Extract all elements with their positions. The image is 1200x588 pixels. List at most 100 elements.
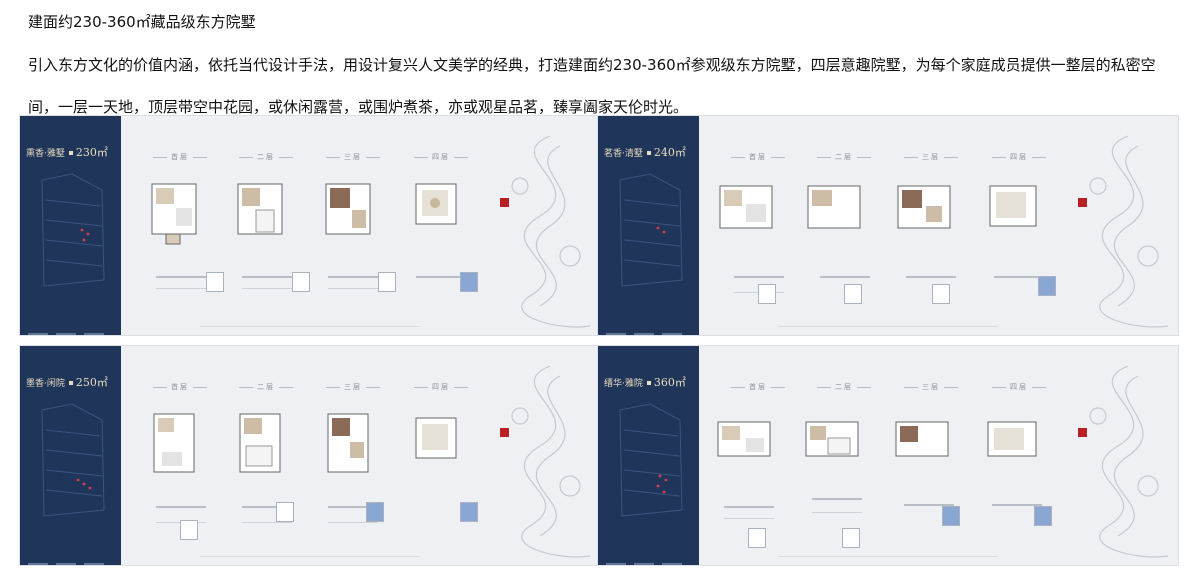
key-plan-icon [378, 272, 396, 292]
key-plan-icon [758, 284, 776, 304]
note-bar [156, 276, 206, 278]
floor-label-4: 四层 [984, 152, 1054, 162]
floorplan-4 [415, 183, 457, 225]
floor-label-4: 四层 [406, 382, 476, 392]
dragon-decoration [1089, 135, 1169, 328]
note-bar [724, 518, 774, 519]
sidebar-legend [606, 321, 692, 335]
note-bar [328, 522, 378, 523]
floor-label-4: 四层 [984, 382, 1054, 392]
dragon-decoration [511, 365, 591, 558]
note-bar [242, 276, 292, 278]
key-plan-icon [206, 272, 224, 292]
note-bar [328, 288, 378, 289]
footer-line [200, 326, 420, 327]
floorplan-2 [237, 183, 283, 235]
site-map-icon [41, 403, 105, 517]
seal-stamp [1078, 198, 1087, 207]
floor-label-1: 首层 [723, 382, 793, 392]
key-plan-icon [1034, 506, 1052, 526]
key-plan-icon [292, 272, 310, 292]
note-bar [724, 506, 774, 508]
key-plan-icon [932, 284, 950, 304]
seal-stamp [500, 198, 509, 207]
key-plan-icon [942, 506, 960, 526]
floor-label-3: 三层 [318, 152, 388, 162]
note-bar [242, 506, 292, 508]
seal-stamp [1078, 428, 1087, 437]
floorplan-2 [239, 413, 281, 473]
floorplan-3 [327, 413, 369, 473]
key-plan-icon [366, 502, 384, 522]
floor-label-3: 三层 [896, 152, 966, 162]
key-plan-icon [276, 502, 294, 522]
key-plan-icon [180, 520, 198, 540]
floor-label-2: 二层 [809, 152, 879, 162]
seal-stamp [500, 428, 509, 437]
footer-line [778, 326, 998, 327]
floorplan-3 [897, 185, 951, 229]
floorplan-2 [807, 185, 861, 229]
floorplan-1 [717, 421, 771, 457]
floorplan-1 [153, 413, 195, 473]
floor-label-3: 三层 [896, 382, 966, 392]
section-heading: 建面约230-360㎡藏品级东方院墅 [28, 13, 256, 31]
note-bar [812, 512, 862, 513]
floorplan-4 [415, 417, 457, 459]
note-bar [416, 276, 466, 278]
floorplan-2 [805, 421, 859, 457]
key-plan-icon [460, 502, 478, 522]
dragon-decoration [1089, 365, 1169, 558]
sidebar-legend [606, 551, 692, 565]
floor-label-2: 二层 [809, 382, 879, 392]
key-plan-icon [748, 528, 766, 548]
sidebar-legend [28, 321, 114, 335]
note-bar [734, 276, 784, 278]
floorplan-4 [987, 421, 1037, 457]
note-bar [242, 288, 292, 289]
footer-line [778, 556, 998, 557]
site-map-icon [41, 173, 105, 287]
footer-line [200, 556, 420, 557]
note-bar [328, 506, 378, 508]
floorplan-3 [895, 421, 949, 457]
floor-label-1: 首层 [723, 152, 793, 162]
site-map-icon [619, 403, 683, 517]
note-bar [812, 498, 862, 500]
note-bar [156, 506, 206, 508]
floor-label-4: 四层 [406, 152, 476, 162]
note-bar [156, 288, 206, 289]
note-bar [820, 276, 870, 278]
floorplan-1 [151, 183, 197, 245]
key-plan-icon [460, 272, 478, 292]
note-bar [328, 276, 378, 278]
floorplan-1 [719, 185, 773, 229]
key-plan-icon [1038, 276, 1056, 296]
key-plan-icon [842, 528, 860, 548]
site-map-icon [619, 173, 683, 287]
sidebar-legend [28, 551, 114, 565]
floor-label-1: 首层 [145, 152, 215, 162]
dragon-decoration [511, 135, 591, 328]
floor-label-3: 三层 [318, 382, 388, 392]
floor-label-2: 二层 [231, 152, 301, 162]
note-bar [994, 276, 1044, 278]
note-bar [904, 504, 954, 506]
note-bar [906, 276, 956, 278]
note-bar [992, 504, 1042, 506]
note-bar [242, 522, 292, 523]
floorplan-4 [989, 185, 1037, 227]
floor-label-1: 首层 [145, 382, 215, 392]
